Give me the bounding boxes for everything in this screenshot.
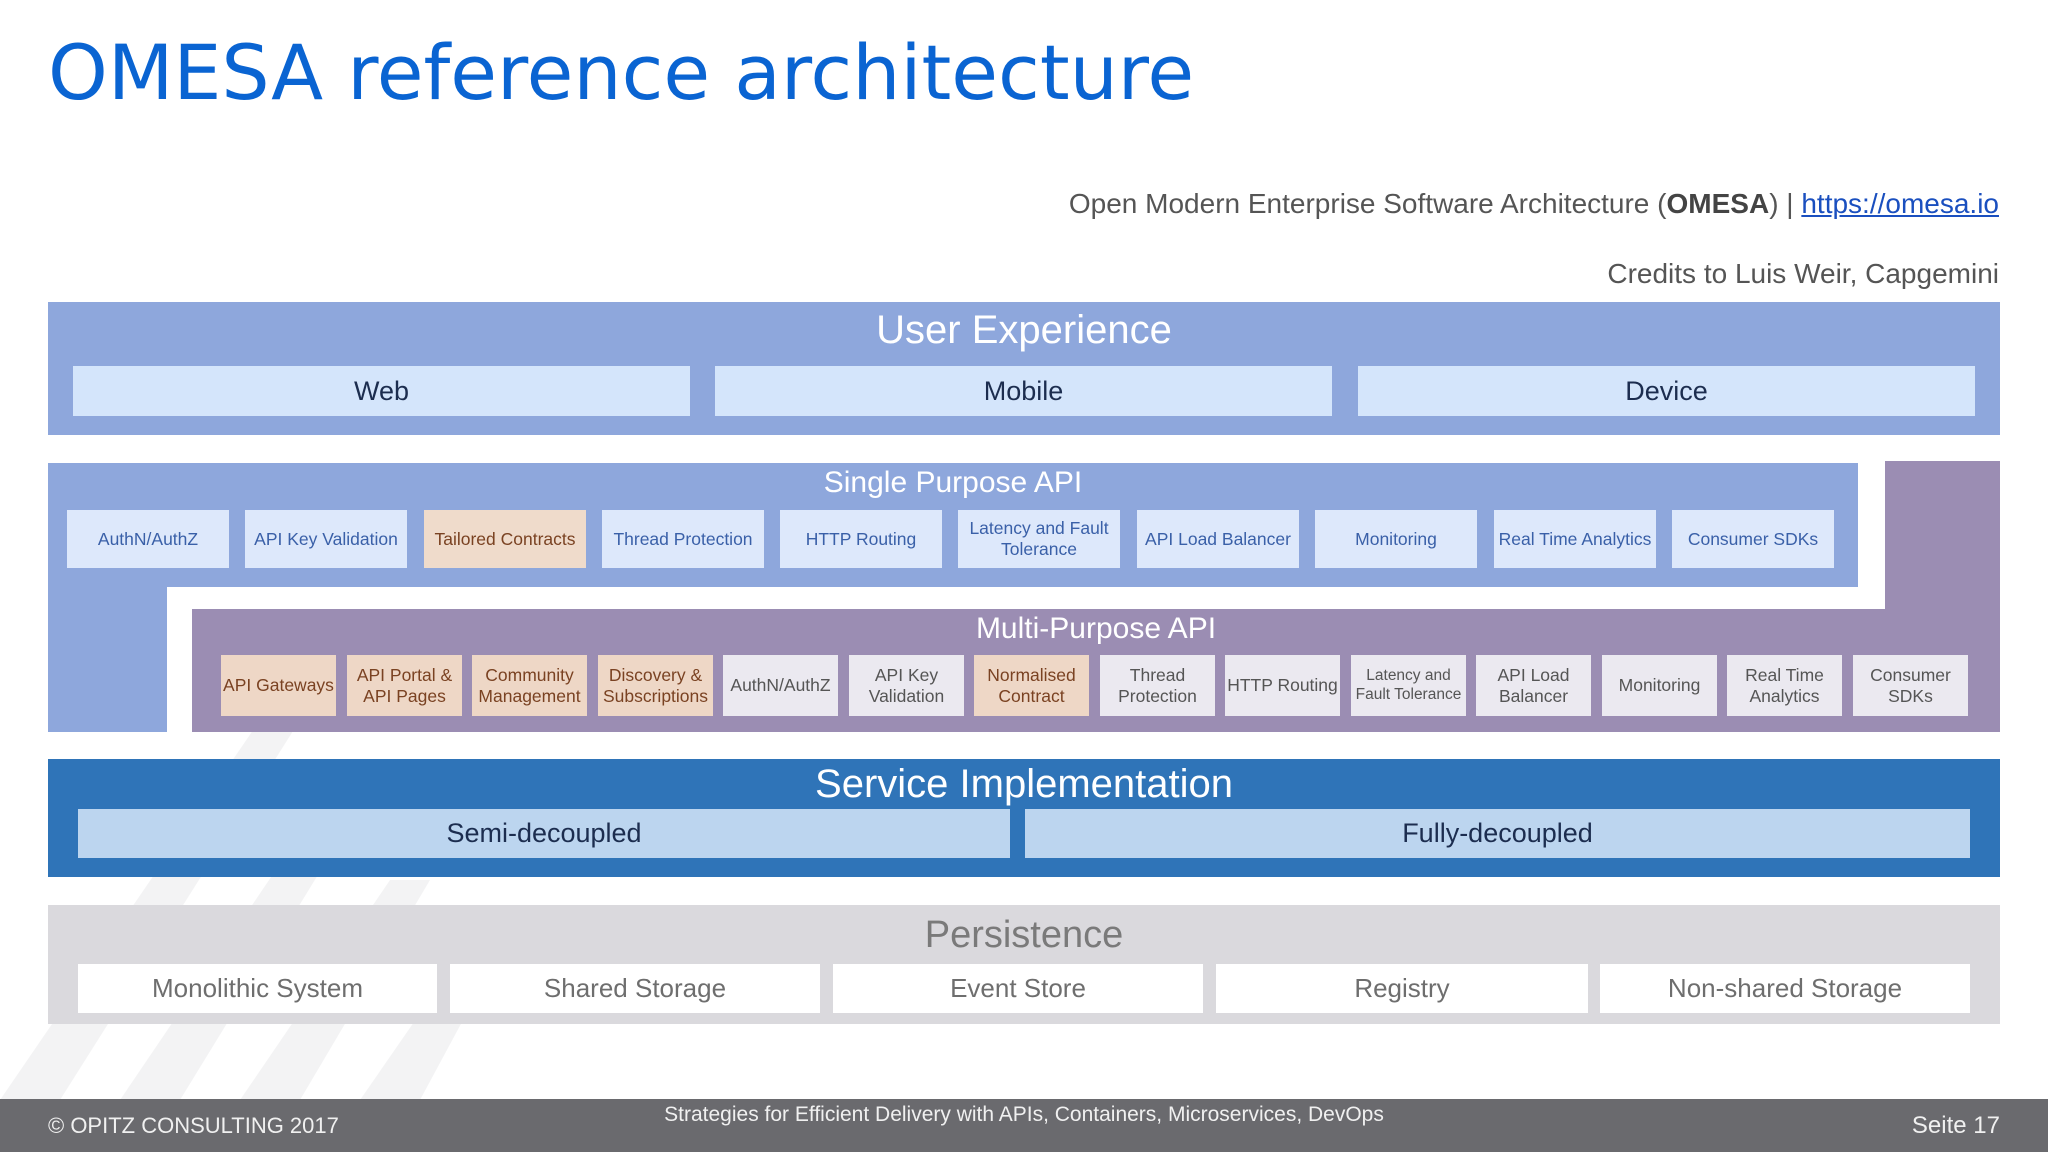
mp-api-key-validation: API Key Validation <box>849 655 964 716</box>
pe-non-shared-storage: Non-shared Storage <box>1600 964 1970 1013</box>
subtitle: Open Modern Enterprise Software Architec… <box>1069 188 1999 220</box>
mp-community-management: Community Management <box>472 655 587 716</box>
sp-http-routing: HTTP Routing <box>780 510 942 568</box>
sp-tailored-contracts: Tailored Contracts <box>424 510 586 568</box>
mp-normalised-contract: Normalised Contract <box>974 655 1089 716</box>
subtitle-prefix: Open Modern Enterprise Software Architec… <box>1068 188 1667 219</box>
single-purpose-api-title: Single Purpose API <box>823 466 1083 499</box>
ux-mobile: Mobile <box>715 366 1332 416</box>
persistence-layer: Persistence Monolithic System Shared Sto… <box>48 905 2000 1024</box>
mp-http-routing: HTTP Routing <box>1225 655 1340 716</box>
page-title: OMESA reference architecture <box>48 28 1195 117</box>
pe-monolithic-system: Monolithic System <box>78 964 437 1013</box>
pe-shared-storage: Shared Storage <box>450 964 820 1013</box>
sp-api-load-balancer: API Load Balancer <box>1137 510 1299 568</box>
service-implementation-layer: Service Implementation Semi-decoupled Fu… <box>48 759 2000 877</box>
mp-latency-fault-tolerance: Latency and Fault Tolerance <box>1351 655 1466 716</box>
subtitle-acronym: OMESA <box>1666 188 1770 219</box>
multi-purpose-api-extension <box>1885 461 2000 609</box>
mp-real-time-analytics: Real Time Analytics <box>1727 655 1842 716</box>
footer-page-number: Seite 17 <box>1911 1111 2000 1139</box>
single-purpose-api-layer: Single Purpose API AuthN/AuthZ API Key V… <box>48 463 1858 587</box>
mp-api-gateways: API Gateways <box>221 655 336 716</box>
user-experience-title: User Experience <box>876 307 1172 352</box>
sp-api-key-validation: API Key Validation <box>245 510 407 568</box>
sp-authn-authz: AuthN/AuthZ <box>67 510 229 568</box>
pe-event-store: Event Store <box>833 964 1203 1013</box>
single-purpose-api-left-band <box>48 587 167 732</box>
si-fully-decoupled: Fully-decoupled <box>1025 809 1970 858</box>
mp-discovery-subscriptions: Discovery & Subscriptions <box>598 655 713 716</box>
multi-purpose-api-title: Multi-Purpose API <box>975 612 1217 645</box>
ux-device: Device <box>1358 366 1975 416</box>
sp-consumer-sdks: Consumer SDKs <box>1672 510 1834 568</box>
mp-authn-authz: AuthN/AuthZ <box>723 655 838 716</box>
mp-monitoring: Monitoring <box>1602 655 1717 716</box>
persistence-title: Persistence <box>924 913 1124 956</box>
mp-consumer-sdks: Consumer SDKs <box>1853 655 1968 716</box>
sp-monitoring: Monitoring <box>1315 510 1477 568</box>
footer-talk-title: Strategies for Efficient Delivery with A… <box>664 1103 1384 1126</box>
mp-api-portal: API Portal & API Pages <box>347 655 462 716</box>
omesa-link[interactable]: https://omesa.io <box>1801 188 1999 219</box>
footer-copyright: © OPITZ CONSULTING 2017 <box>48 1112 339 1138</box>
mp-api-load-balancer: API Load Balancer <box>1476 655 1591 716</box>
pe-registry: Registry <box>1216 964 1588 1013</box>
mp-thread-protection: Thread Protection <box>1100 655 1215 716</box>
sp-latency-fault-tolerance: Latency and Fault Tolerance <box>958 510 1120 568</box>
sp-real-time-analytics: Real Time Analytics <box>1494 510 1656 568</box>
credits: Credits to Luis Weir, Capgemini <box>1607 258 1999 289</box>
ux-web: Web <box>73 366 690 416</box>
service-implementation-title: Service Implementation <box>815 761 1233 806</box>
multi-purpose-api-layer: Multi-Purpose API API Gateways API Porta… <box>192 609 2000 732</box>
subtitle-suffix: ) | <box>1769 188 1802 219</box>
si-semi-decoupled: Semi-decoupled <box>78 809 1010 858</box>
sp-thread-protection: Thread Protection <box>602 510 764 568</box>
user-experience-layer: User Experience Web Mobile Device <box>48 302 2000 435</box>
footer-bar: © OPITZ CONSULTING 2017 Strategies for E… <box>0 1099 2048 1152</box>
